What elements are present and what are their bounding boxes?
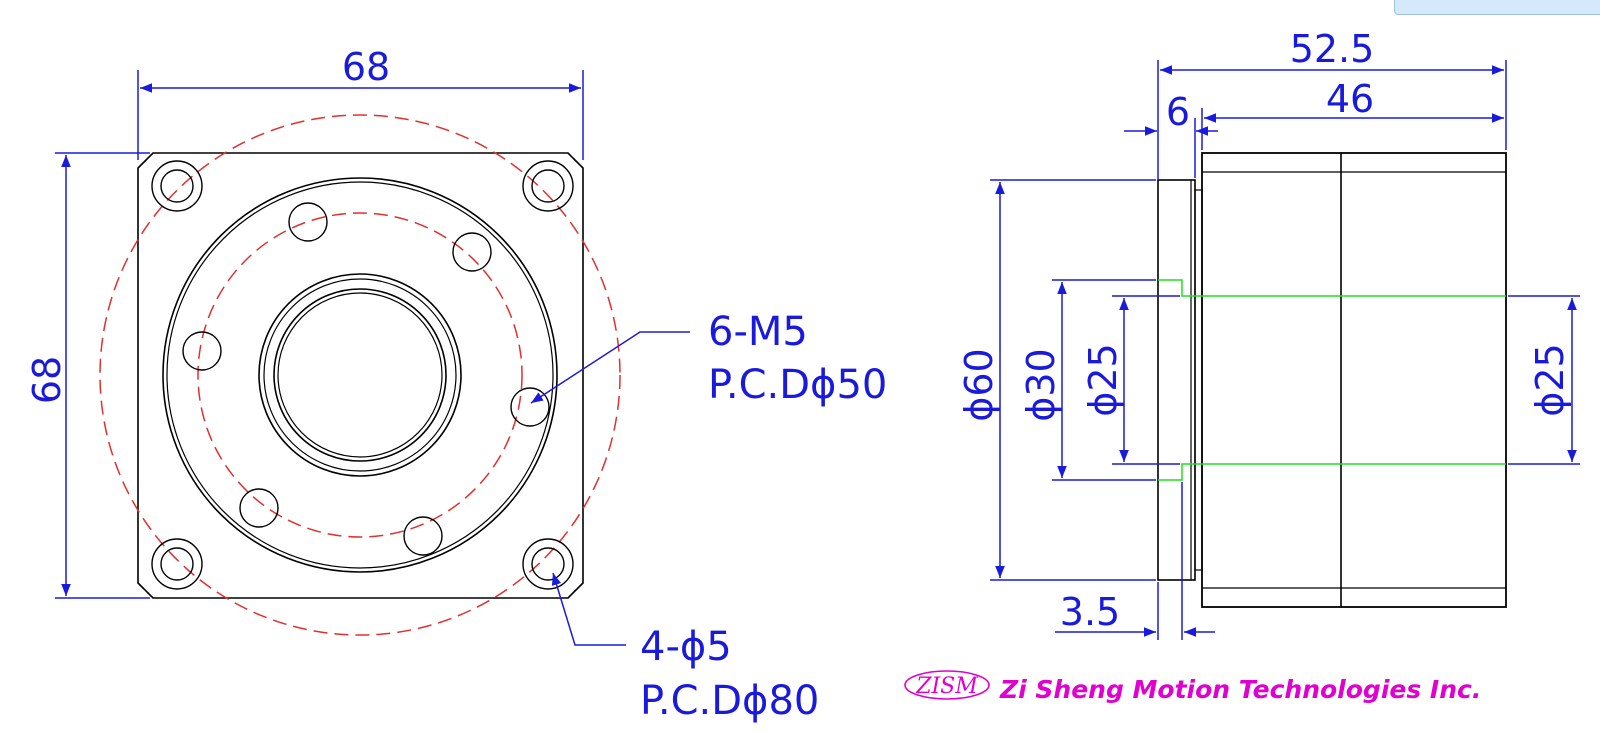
mount-holes <box>151 160 574 590</box>
overall-length-dimension <box>1157 60 1507 180</box>
pcd50-centerline <box>197 212 523 538</box>
front-width-label: 68 <box>342 45 390 89</box>
pilot-diameter-label: ϕ30 <box>1019 348 1063 421</box>
bore-circle-outer <box>273 288 447 462</box>
pilot-depth-dimension <box>1055 482 1215 640</box>
brand-company-name: Zi Sheng Motion Technologies Inc. <box>999 675 1481 704</box>
tapped-hole <box>403 516 443 556</box>
tapped-holes-label: 6-M5 <box>708 309 808 355</box>
overall-length-label: 52.5 <box>1290 27 1375 71</box>
bore-diameter-left-dimension <box>1112 295 1180 465</box>
tapped-holes-pcd-label: P.C.Dϕ50 <box>708 362 887 408</box>
tapped-hole <box>182 331 222 371</box>
mount-hole-leader <box>551 572 626 646</box>
side-body <box>1201 152 1507 608</box>
front-view: 68 68 6-M5 P.C.Dϕ50 4-ϕ5 P.C.Dϕ80 <box>25 45 887 724</box>
bore-circle-inner <box>277 292 443 458</box>
tapped-hole <box>452 232 492 272</box>
body-length-label: 46 <box>1326 77 1374 121</box>
tapped-hole <box>510 387 550 427</box>
front-width-dimension <box>137 70 584 160</box>
brand-footer: ZISM Zi Sheng Motion Technologies Inc. <box>904 670 1481 704</box>
pilot-depth-label: 3.5 <box>1060 590 1120 634</box>
bore-diameter-left-label: ϕ25 <box>1081 343 1125 416</box>
tapped-hole <box>288 202 328 242</box>
side-pilot <box>1194 189 1203 571</box>
flange-thickness-dimension <box>1124 118 1218 178</box>
side-bore-lines <box>1158 279 1506 481</box>
flange-diameter-dimension <box>990 179 1156 581</box>
pilot-diameter-dimension <box>1052 279 1156 481</box>
front-height-label: 68 <box>25 356 69 404</box>
mount-holes-label: 4-ϕ5 <box>640 624 732 670</box>
tapped-holes <box>182 202 550 556</box>
front-body-circle-outer <box>162 177 558 573</box>
bore-diameter-right-dimension <box>1508 295 1580 465</box>
side-flange <box>1157 179 1196 581</box>
hub-circle-inner <box>263 278 457 472</box>
tapped-hole <box>239 488 279 528</box>
hub-circle-outer <box>258 273 462 477</box>
flange-thickness-label: 6 <box>1166 90 1190 134</box>
tapped-hole-leader <box>530 331 690 404</box>
flange-diameter-label: ϕ60 <box>957 348 1001 421</box>
pcd80-centerline <box>99 114 621 636</box>
mount-holes-pcd-label: P.C.Dϕ80 <box>640 678 819 724</box>
brand-logo-oval <box>904 670 990 700</box>
front-height-dimension <box>55 152 150 599</box>
brand-logo: ZISM <box>915 674 978 699</box>
side-view: 52.5 46 6 3.5 ϕ60 <box>957 27 1580 640</box>
front-flange-outline <box>137 152 584 599</box>
front-body-circle-inner <box>166 181 554 569</box>
window-corner-tab <box>1394 0 1600 15</box>
bore-diameter-right-label: ϕ25 <box>1528 343 1572 416</box>
